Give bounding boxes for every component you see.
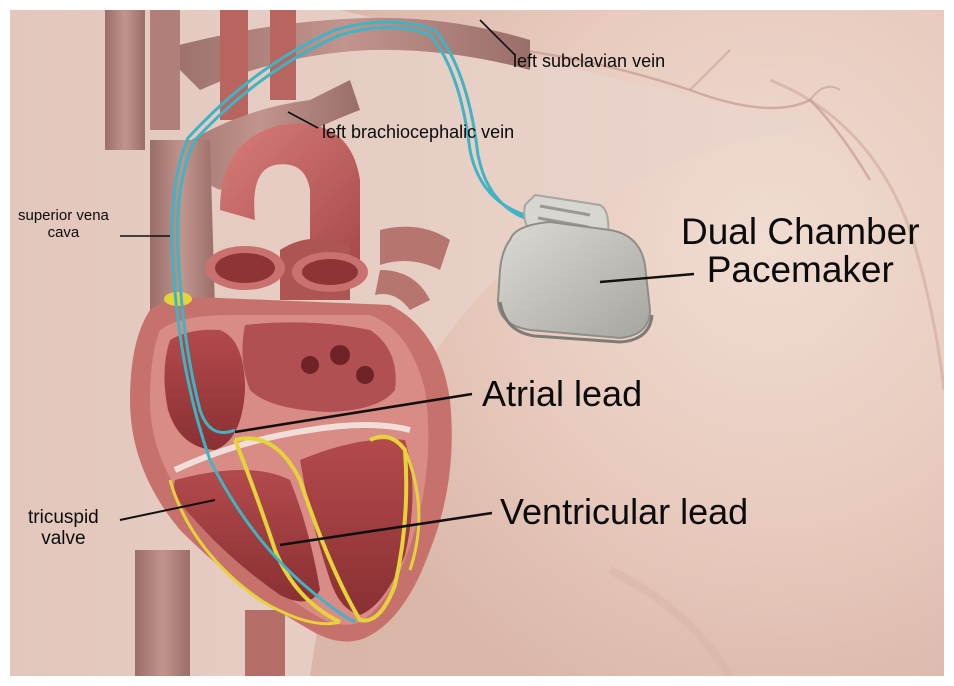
- pulmonary-vein-opening: [301, 356, 319, 374]
- internal-jugular: [105, 10, 145, 150]
- label-dual-chamber-line1: Dual Chamber: [681, 213, 920, 251]
- label-superior-vena-cava: superior vena cava: [18, 208, 109, 241]
- label-ventricular-lead: Ventricular lead: [500, 492, 748, 532]
- label-superior-vena-cava-line1: superior vena: [18, 208, 109, 225]
- anatomy-illustration: [10, 10, 944, 676]
- label-left-brachiocephalic-vein: left brachiocephalic vein: [322, 123, 514, 143]
- label-left-subclavian-vein: left subclavian vein: [513, 52, 665, 72]
- left-atrium: [242, 322, 395, 412]
- carotid-vessel: [150, 10, 180, 130]
- sinoatrial-node: [164, 292, 192, 306]
- label-superior-vena-cava-line2: cava: [18, 225, 109, 242]
- inferior-vena-cava: [135, 550, 190, 676]
- aorta-opening: [215, 253, 275, 283]
- label-tricuspid-line2: valve: [28, 529, 99, 550]
- pulmonary-vein-opening: [330, 345, 350, 365]
- pulmonary-vein-opening: [356, 366, 374, 384]
- illustration-frame: left subclavian vein left brachiocephali…: [10, 10, 944, 676]
- label-dual-chamber-line2: Pacemaker: [681, 251, 920, 289]
- carotid-vessel: [270, 10, 296, 100]
- descending-aorta: [245, 610, 285, 676]
- label-tricuspid-valve: tricuspid valve: [28, 508, 99, 550]
- label-atrial-lead: Atrial lead: [482, 374, 642, 414]
- pulmonary-opening: [302, 259, 358, 285]
- label-dual-chamber-pacemaker: Dual Chamber Pacemaker: [681, 213, 920, 288]
- superior-vena-cava: [150, 140, 215, 310]
- label-tricuspid-line1: tricuspid: [28, 508, 99, 529]
